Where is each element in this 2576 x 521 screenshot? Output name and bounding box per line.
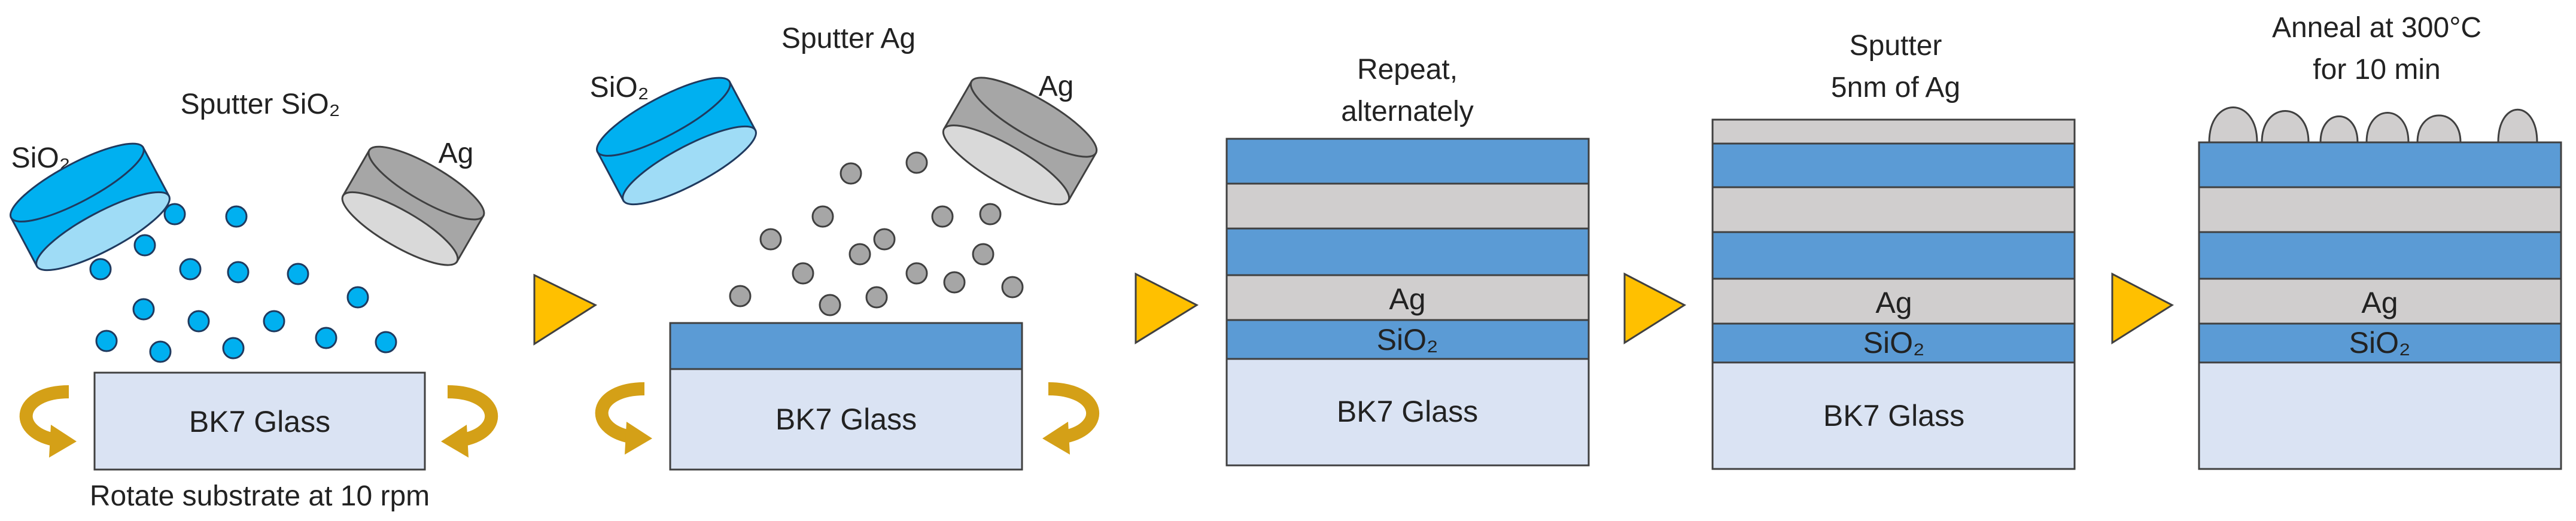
sio2-target: [595, 77, 757, 206]
step1-caption: Rotate substrate at 10 rpm: [90, 480, 430, 512]
next-step-triangle-icon: [2111, 272, 2174, 345]
next-step-triangle-icon: [1135, 272, 1199, 345]
step1-substrate-label: BK7 Glass: [189, 405, 330, 438]
step2-target-right-label: Ag: [1039, 71, 1074, 102]
step5-title-line2: for 10 min: [2313, 54, 2440, 86]
step3-panel: Repeat, alternately Ag SiO₂ BK7 Glass: [1225, 54, 1590, 467]
step5-panel: Anneal at 300°C for 10 min Ag SiO₂: [2198, 12, 2562, 470]
step2-title: Sputter Ag: [781, 23, 916, 54]
step5-ag-label: Ag: [2361, 286, 2398, 319]
step4-substrate-label: BK7 Glass: [1823, 399, 1964, 432]
rotate-cw-arrow-icon: [441, 385, 498, 458]
step1-substrate: BK7 Glass: [93, 371, 426, 471]
next-step-triangle-icon: [1623, 272, 1687, 345]
step3-title-line2: alternately: [1341, 96, 1473, 127]
step5-title-line1: Anneal at 300°C: [2272, 12, 2481, 44]
step2-substrate: BK7 Glass: [669, 322, 1023, 471]
step4-layer-stack: [1711, 118, 2076, 470]
step4-ag-label: Ag: [1875, 286, 1912, 319]
step3-ag-label: Ag: [1389, 282, 1425, 316]
ag-target: [942, 77, 1098, 206]
rotate-ccw-arrow-icon: [19, 385, 77, 458]
step2-target-left-label: SiO₂: [590, 72, 649, 103]
step4-panel: Sputter 5nm of Ag Ag SiO₂ BK7 Glass: [1711, 30, 2076, 470]
rotate-cw-arrow-icon: [1042, 382, 1100, 455]
rotate-ccw-arrow-icon: [595, 382, 652, 455]
step3-substrate-label: BK7 Glass: [1337, 395, 1478, 428]
step2-panel: Sputter Ag SiO₂ Ag: [590, 23, 1100, 471]
ag-target: [341, 145, 485, 266]
ag-particles: [729, 151, 1024, 316]
step1-panel: Sputter SiO₂ SiO₂ Ag BK7 Glas: [9, 89, 498, 512]
step1-target-left-label: SiO₂: [11, 142, 71, 174]
step4-title-line2: 5nm of Ag: [1831, 72, 1960, 103]
step1-target-right-label: Ag: [439, 138, 474, 169]
step5-layer-stack: [2198, 141, 2562, 470]
step4-sio2-label: SiO₂: [1863, 326, 1925, 359]
step3-title-line1: Repeat,: [1357, 54, 1458, 86]
step2-substrate-label: BK7 Glass: [775, 403, 917, 436]
sio2-target: [9, 142, 171, 272]
ag-nanoparticles: [2208, 106, 2538, 144]
step3-layer-stack: [1225, 138, 1590, 467]
step1-title: Sputter SiO₂: [181, 89, 340, 120]
step4-title-line1: Sputter: [1850, 30, 1942, 62]
step5-sio2-label: SiO₂: [2349, 326, 2411, 359]
next-step-triangle-icon: [533, 273, 598, 346]
sio2-particles: [89, 203, 397, 363]
step3-sio2-label: SiO₂: [1377, 323, 1438, 357]
